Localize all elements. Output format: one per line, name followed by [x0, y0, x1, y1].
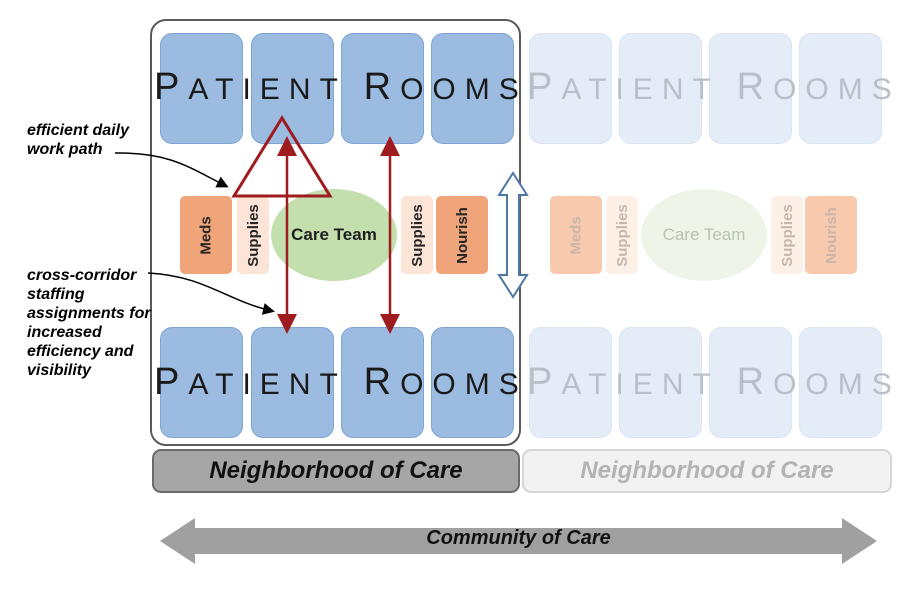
left-supplies: Supplies	[237, 196, 269, 274]
right-bottom-rooms-label: PATIENT ROOMS	[527, 361, 900, 403]
right-top-room-4	[799, 33, 882, 144]
left-bottom-rooms-label: PATIENT ROOMS	[154, 361, 528, 403]
left-nourish: Nourish	[436, 196, 488, 274]
right-top-rooms-label: PATIENT ROOMS	[527, 66, 900, 108]
left-meds: Meds	[180, 196, 232, 274]
right-bottom-room-2	[619, 327, 702, 438]
left-top-room-2	[251, 33, 334, 144]
right-top-room-2	[619, 33, 702, 144]
right-bottom-room-3	[709, 327, 792, 438]
right-supplies: Supplies	[606, 196, 638, 274]
community-arrow	[160, 518, 877, 564]
right-bottom-room-4	[799, 327, 882, 438]
left-neighborhood-label: Neighborhood of Care	[152, 449, 520, 493]
left-top-room-1	[160, 33, 243, 144]
cross-corridor-annotation: cross-corridor staffing assignments for …	[27, 267, 151, 379]
right-care-team: Care Team	[641, 189, 767, 281]
neighborhood-connector-arrow	[497, 171, 529, 299]
right-top-room-1	[529, 33, 612, 144]
right-neighborhood-label: Neighborhood of Care	[522, 449, 892, 493]
left-bottom-room-3	[341, 327, 424, 438]
left-top-rooms-label: PATIENT ROOMS	[154, 66, 528, 108]
left-top-room-4	[431, 33, 514, 144]
left-bottom-room-1	[160, 327, 243, 438]
right-top-room-3	[709, 33, 792, 144]
right-nourish: Nourish	[805, 196, 857, 274]
community-label: Community of Care	[426, 527, 611, 549]
work-path-annotation: efficient daily work path	[27, 122, 129, 158]
work-path-leader	[114, 152, 229, 188]
left-bottom-room-4	[431, 327, 514, 438]
right-supplies-right: Supplies	[771, 196, 803, 274]
left-supplies-right: Supplies	[401, 196, 433, 274]
right-bottom-room-1	[529, 327, 612, 438]
right-meds: Meds	[550, 196, 602, 274]
cross-corridor-leader	[147, 272, 275, 315]
work-path-triangle	[231, 115, 333, 198]
